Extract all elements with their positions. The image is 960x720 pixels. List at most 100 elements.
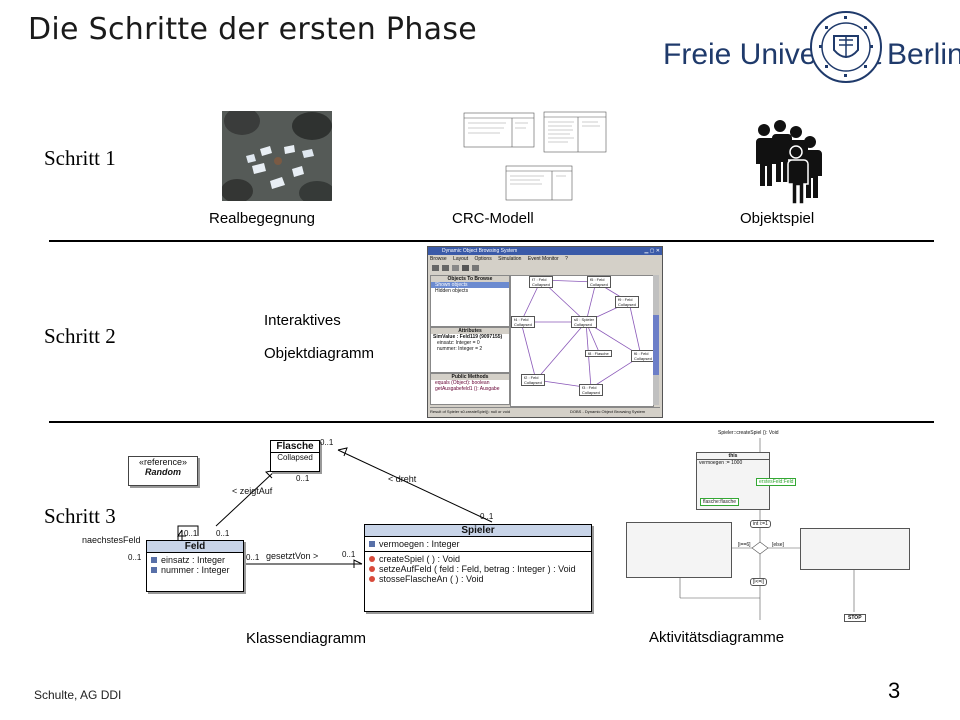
graph-node-f8[interactable]: f8 : Flasche — [585, 350, 612, 357]
status-bar: Result of Spieler s0.createSpiel(): null… — [430, 407, 660, 416]
real-encounter-photo — [222, 111, 332, 201]
mult-label: 0..1 — [246, 553, 260, 562]
activity-diagram: Spieler::createSpiel (): Void this vermo… — [620, 428, 920, 628]
methods-header: Public Methods — [431, 374, 509, 380]
mult-label: 0..1 — [296, 474, 310, 483]
flasche-name: Flasche — [271, 441, 319, 453]
activity-flasche: flasche:flasche — [700, 498, 740, 506]
step2-desc-line2: Objektdiagramm — [264, 345, 375, 362]
objects-header: Objects To Browse — [431, 276, 509, 282]
menu-help[interactable]: ? — [565, 256, 568, 262]
methods-panel: Public Methods equals (Object): boolean … — [430, 373, 510, 405]
reference-box[interactable]: «reference» Random — [128, 456, 198, 486]
menu-layout[interactable]: Layout — [453, 256, 469, 262]
activity-right-box — [800, 528, 910, 570]
objects-panel: Objects To Browse Shown objects Hidden o… — [430, 275, 510, 327]
spieler-attr-row: vermoegen : Integer — [365, 539, 591, 552]
attribute-row[interactable]: einsatz: Integer = 0 — [437, 340, 480, 346]
activity-cond2: [else] — [772, 542, 784, 548]
flasche-class[interactable]: Flasche Collapsed — [270, 440, 320, 472]
status-left: Result of Spieler s0.createSpiel(): null… — [430, 409, 511, 414]
assoc-dreht-label: < dreht — [388, 474, 417, 484]
activity-this-label: this — [697, 453, 769, 460]
mult-label: 0..1 — [216, 529, 230, 538]
feld-attr-row: nummer : Integer — [147, 565, 243, 575]
feld-class[interactable]: Feld einsatz : Integer nummer : Integer — [146, 540, 244, 592]
window-controls[interactable]: ▁ ▢ ✕ — [644, 248, 660, 254]
footer-author: Schulte, AG DDI — [34, 688, 122, 702]
page-number: 3 — [888, 678, 901, 703]
toolbar-btn-3[interactable] — [452, 265, 459, 271]
attribute-row: SimValue : Feld119 (9097155) — [433, 334, 503, 340]
menu-event-monitor[interactable]: Event Monitor — [527, 256, 559, 262]
toolbar-btn-2[interactable] — [442, 265, 449, 271]
activity-left-box — [626, 522, 732, 578]
objects-hidden[interactable]: Hidden objects — [435, 288, 469, 294]
mult-label: 0..1 — [480, 512, 494, 521]
spieler-method-row: stosseFlascheAn ( ) : Void — [365, 574, 591, 584]
mult-label: 0..1 — [128, 553, 142, 562]
divider-2 — [49, 421, 934, 423]
activity-cond1: [i==6] — [738, 542, 751, 548]
toolbar-btn-4[interactable] — [462, 265, 469, 271]
spieler-name: Spieler — [365, 525, 591, 537]
attributes-header: Attributes — [431, 328, 509, 334]
window-title: Dynamic Object Browsing System — [442, 248, 518, 254]
activity-loop: [i<=i] — [750, 578, 767, 586]
activity-stop: STOP — [844, 614, 866, 622]
graph-scrollbar[interactable] — [653, 275, 659, 405]
university-logo: Freie Universität Berlin — [663, 10, 960, 84]
assoc-gesetztvon-label: gesetztVon > — [266, 551, 319, 561]
university-seal-icon — [810, 11, 882, 83]
menu-options[interactable]: Options — [474, 256, 492, 262]
spieler-method-row: createSpiel ( ) : Void — [365, 554, 591, 564]
attribute-row[interactable]: nummer: Integer = 2 — [437, 346, 483, 352]
mult-label: 0..1 — [184, 529, 198, 538]
window-toolbar — [430, 264, 660, 273]
assoc-naechstes-label: naechstesFeld — [82, 535, 141, 545]
people-group-icon — [750, 118, 828, 208]
divider-1 — [49, 240, 934, 242]
step2-label: Schritt 2 — [44, 324, 116, 348]
logo-text-right: Berlin — [887, 38, 960, 71]
step3-label: Schritt 3 — [44, 504, 116, 528]
step1-caption-realbegegnung: Realbegegnung — [209, 210, 315, 227]
reference-stereotype: «reference» — [138, 457, 188, 467]
toolbar-btn-1[interactable] — [432, 265, 439, 271]
dobs-window: Dynamic Object Browsing System ▁ ▢ ✕ Bro… — [427, 246, 663, 418]
method-row[interactable]: equals (Object): boolean — [435, 380, 490, 386]
activity-diagram-caption: Aktivitätsdiagramme — [649, 629, 785, 646]
window-titlebar: Dynamic Object Browsing System ▁ ▢ ✕ — [428, 247, 662, 255]
class-diagram: «reference» Random Flasche Collapsed Fel… — [82, 432, 602, 617]
menu-browse[interactable]: Browse — [430, 256, 447, 262]
objects-shown[interactable]: Shown objects — [431, 282, 509, 288]
menu-simulation[interactable]: Simulation — [498, 256, 522, 262]
status-right: DOBS - Dynamic Object Browsing System — [570, 409, 646, 414]
feld-attr-row: einsatz : Integer — [147, 555, 243, 565]
activity-header: Spieler::createSpiel (): Void — [718, 430, 779, 436]
attributes-panel: Attributes SimValue : Feld119 (9097155) … — [430, 327, 510, 373]
activity-this-attr: vermoegen := 1000 — [699, 460, 743, 466]
step1-label: Schritt 1 — [44, 146, 116, 170]
activity-erstesfeld: erstesFeld:Feld — [756, 478, 797, 486]
method-row[interactable]: getAusgabefeld1 (): Ausgabe — [435, 386, 500, 392]
step1-caption-objektspiel: Objektspiel — [740, 210, 815, 227]
flasche-state: Collapsed — [277, 453, 313, 462]
class-diagram-caption: Klassendiagramm — [246, 630, 367, 647]
spieler-class[interactable]: Spieler vermoegen : Integer createSpiel … — [364, 524, 592, 612]
window-menubar: Browse Layout Options Simulation Event M… — [430, 256, 660, 263]
feld-name: Feld — [147, 541, 243, 553]
toolbar-btn-5[interactable] — [472, 265, 479, 271]
mult-label: 0..1 — [320, 438, 334, 447]
crc-model-image — [460, 109, 610, 205]
assoc-zeigtauf-label: < zeigtAuf — [232, 486, 273, 496]
